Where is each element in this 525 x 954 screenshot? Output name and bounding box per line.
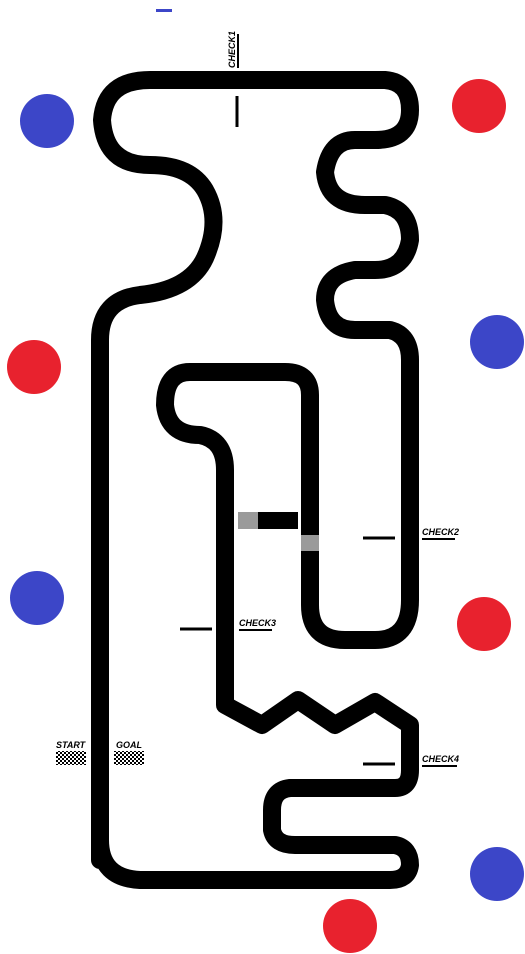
top-partial-mark <box>156 9 172 12</box>
marker-red-4 <box>323 899 377 953</box>
marker-red-2 <box>7 340 61 394</box>
check3-label: CHECK3 <box>239 618 276 628</box>
black-block <box>258 512 298 529</box>
marker-blue-4 <box>470 847 524 901</box>
check4-label: CHECK4 <box>422 754 459 764</box>
marker-red-1 <box>452 79 506 133</box>
marker-red-3 <box>457 597 511 651</box>
goal-checker-flag <box>114 751 144 765</box>
marker-blue-3 <box>10 571 64 625</box>
marker-blue-1 <box>20 94 74 148</box>
marker-blue-2 <box>470 315 524 369</box>
goal-label: GOAL <box>116 740 142 750</box>
gray-block-left <box>238 512 258 529</box>
track-path <box>100 80 410 880</box>
check1-label-group: CHECK1 <box>227 31 238 68</box>
gray-block-right <box>301 535 319 551</box>
check1-label: CHECK1 <box>227 31 237 68</box>
start-label: START <box>56 740 87 750</box>
start-checker-flag <box>56 751 86 765</box>
check2-label: CHECK2 <box>422 527 459 537</box>
